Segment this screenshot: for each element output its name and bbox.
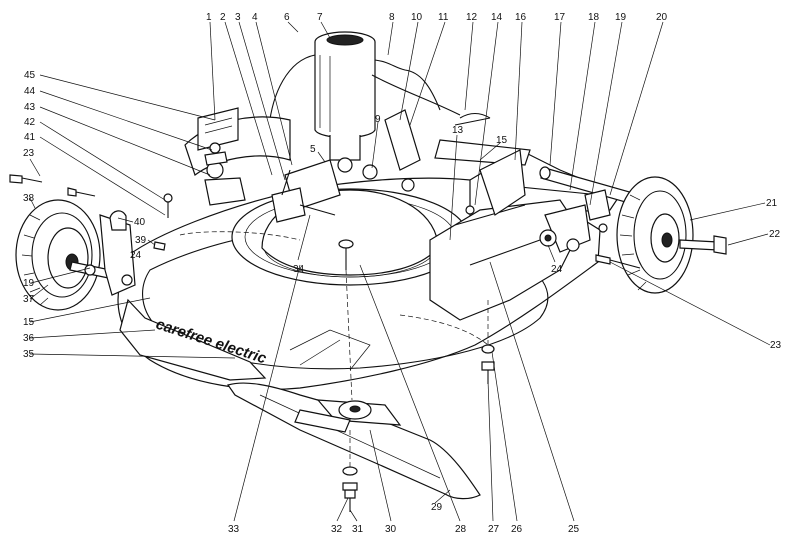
deck-housing <box>117 149 621 390</box>
left-wheel <box>15 199 136 311</box>
part-label-15-top: 15 <box>496 135 508 146</box>
part-label-11: 11 <box>438 12 449 23</box>
small-fasteners <box>153 142 228 251</box>
assembly-guide-lines <box>179 231 489 468</box>
part-label-45: 45 <box>24 70 36 81</box>
part-label-23-left: 23 <box>23 148 35 159</box>
part-label-40: 40 <box>134 217 146 228</box>
part-label-10: 10 <box>411 12 423 23</box>
part-label-39: 39 <box>135 235 147 246</box>
part-label-43: 43 <box>24 102 36 113</box>
part-label-12: 12 <box>466 12 478 23</box>
right-wheel <box>595 176 727 294</box>
part-label-25: 25 <box>568 524 580 535</box>
part-label-23-right: 23 <box>770 340 782 351</box>
part-label-20: 20 <box>656 12 668 23</box>
part-label-6: 6 <box>284 12 290 23</box>
part-label-5: 5 <box>310 144 316 155</box>
part-label-35: 35 <box>23 349 35 360</box>
part-label-21: 21 <box>766 198 778 209</box>
fasteners-26-27 <box>481 344 495 384</box>
leader-lines <box>29 21 771 522</box>
part-label-26: 26 <box>511 524 523 535</box>
part-label-36: 36 <box>23 333 35 344</box>
part-label-42: 42 <box>24 117 36 128</box>
part-label-17: 17 <box>554 12 566 23</box>
part-label-28: 28 <box>455 524 467 535</box>
part-label-7: 7 <box>317 12 323 23</box>
blade-adapter-bolt <box>338 239 354 270</box>
part-label-19-top: 19 <box>615 12 627 23</box>
rear-axle-rod <box>539 166 641 233</box>
part-label-1: 1 <box>206 12 212 23</box>
part-label-33: 33 <box>228 524 240 535</box>
part-label-15-left: 15 <box>23 317 35 328</box>
part-label-8: 8 <box>389 12 395 23</box>
part-label-29: 29 <box>431 502 443 513</box>
part-label-19-left: 19 <box>23 278 35 289</box>
part-label-4: 4 <box>252 12 258 23</box>
part-label-41: 41 <box>24 132 36 143</box>
part-label-27: 27 <box>488 524 500 535</box>
part-label-13: 13 <box>452 125 464 136</box>
part-label-24-right: 24 <box>551 264 563 275</box>
part-label-9: 9 <box>375 114 381 125</box>
part-label-24-left: 24 <box>130 250 142 261</box>
part-label-16: 16 <box>515 12 527 23</box>
part-label-38: 38 <box>23 193 35 204</box>
part-label-32: 32 <box>331 524 343 535</box>
part-label-3: 3 <box>235 12 241 23</box>
part-label-37: 37 <box>23 294 35 305</box>
part-label-30: 30 <box>385 524 397 535</box>
handle-bracket <box>362 109 531 216</box>
part-label-22: 22 <box>769 229 781 240</box>
grass-deflector <box>184 107 291 206</box>
screw-23-left <box>9 174 96 197</box>
part-label-44: 44 <box>24 86 36 97</box>
motor <box>267 31 461 173</box>
part-label-18: 18 <box>588 12 600 23</box>
part-label-2: 2 <box>220 12 226 23</box>
part-label-31: 31 <box>352 524 364 535</box>
blade-assembly <box>227 382 481 512</box>
part-label-34: 34 <box>293 264 305 275</box>
part-label-14: 14 <box>491 12 503 23</box>
part-labels: 1 2 3 4 6 7 8 10 11 12 14 16 17 18 19 20… <box>23 12 782 535</box>
switch-box <box>271 159 341 223</box>
